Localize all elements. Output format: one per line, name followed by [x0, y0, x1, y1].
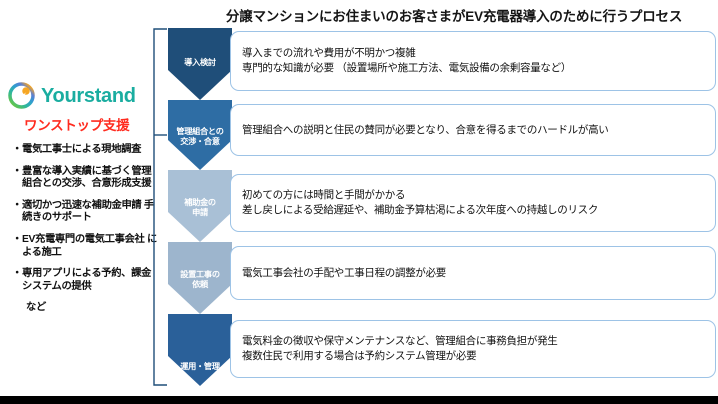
brand-name: Yourstand [41, 84, 136, 107]
list-item-label: 適切かつ迅速な補助金申請 手続きのサポート [22, 199, 154, 224]
process-callout-text-4: 電気工事会社の手配や工事日程の調整が必要 [242, 266, 446, 279]
process-step-1[interactable]: 導入検討 導入までの流れや費用が不明かつ複雑 専門的な知識が必要 （設置場所や施… [168, 28, 716, 100]
logo-row: Yourstand [0, 82, 160, 109]
chevron-shape-2 [168, 100, 232, 170]
process-step-4[interactable]: 設置工事の 依頼 電気工事会社の手配や工事日程の調整が必要 [168, 242, 716, 314]
bottom-bar [0, 396, 718, 404]
brand-panel: Yourstand ワンストップ支援 ・ 電気工事士による現地調査 ・ 豊富な導… [0, 82, 160, 324]
process-flow: 導入検討 導入までの流れや費用が不明かつ複雑 専門的な知識が必要 （設置場所や施… [168, 28, 716, 386]
brand-tagline: ワンストップ支援 [24, 118, 130, 133]
process-step-2[interactable]: 管理組合との 交渉・合意 管理組合への説明と住民の賛同が必要となり、合意を得るま… [168, 100, 716, 170]
process-step-3[interactable]: 補助金の 申請 初めての方には時間と手間がかかる 差し戻しによる受給遅延や、補助… [168, 170, 716, 242]
list-item-label: 専用アプリによる予約、課金 システムの提供 [22, 268, 151, 292]
list-item: ・ 豊富な導入実績に基づく管理 組合との交渉、合意形成支援 [0, 166, 160, 191]
bracket-connector [152, 28, 168, 386]
chevron-shape-5 [168, 314, 232, 386]
bullet-icon: ・ [12, 165, 22, 177]
chevron-shape-1 [168, 28, 232, 100]
bullet-icon: ・ [12, 233, 22, 245]
process-callout-text-2: 管理組合への説明と住民の賛同が必要となり、合意を得るまでのハードルが高い [242, 123, 609, 136]
process-callout-text-1: 導入までの流れや費用が不明かつ複雑 専門的な知識が必要 （設置場所や施工方法、電… [242, 47, 572, 74]
list-item: ・ 適切かつ迅速な補助金申請 手続きのサポート [0, 200, 160, 225]
list-item: ・ 専用アプリによる予約、課金 システムの提供 [0, 268, 160, 293]
benefit-list: ・ 電気工事士による現地調査 ・ 豊富な導入実績に基づく管理 組合との交渉、合意… [0, 144, 160, 315]
process-callout-3[interactable]: 初めての方には時間と手間がかかる 差し戻しによる受給遅延や、補助金予算枯渇による… [230, 174, 716, 232]
list-item-label: EV充電専門の電気工事会社 による施工 [22, 233, 157, 258]
bullet-icon: ・ [12, 199, 22, 211]
process-callout-5[interactable]: 電気料金の徴収や保守メンテナンスなど、管理組合に事務負担が発生 複数住民で利用す… [230, 320, 716, 378]
bullet-icon: ・ [12, 144, 22, 155]
list-item-label: 電気工事士による現地調査 [22, 144, 142, 155]
list-footer: など [26, 302, 46, 314]
chevron-shape-3 [168, 170, 232, 242]
process-callout-text-5: 電気料金の徴収や保守メンテナンスなど、管理組合に事務負担が発生 複数住民で利用す… [242, 335, 558, 362]
process-callout-text-3: 初めての方には時間と手間がかかる 差し戻しによる受給遅延や、補助金予算枯渇による… [242, 189, 599, 216]
list-item: ・ 電気工事士による現地調査 [0, 144, 160, 157]
chevron-shape-4 [168, 242, 232, 314]
bullet-icon: ・ [12, 268, 22, 280]
list-item-label: 豊富な導入実績に基づく管理 組合との交渉、合意形成支援 [22, 165, 152, 190]
list-item: ・ EV充電専門の電気工事会社 による施工 [0, 234, 160, 259]
yourstand-circle-logo-icon [8, 82, 35, 109]
process-callout-1[interactable]: 導入までの流れや費用が不明かつ複雑 専門的な知識が必要 （設置場所や施工方法、電… [230, 31, 716, 91]
process-callout-2[interactable]: 管理組合への説明と住民の賛同が必要となり、合意を得るまでのハードルが高い [230, 104, 716, 156]
page-title: 分譲マンションにお住まいのお客さまがEV充電器導入のために行うプロセス [225, 9, 683, 24]
process-callout-4[interactable]: 電気工事会社の手配や工事日程の調整が必要 [230, 246, 716, 300]
process-step-5[interactable]: 運用・管理 電気料金の徴収や保守メンテナンスなど、管理組合に事務負担が発生 複数… [168, 314, 716, 386]
